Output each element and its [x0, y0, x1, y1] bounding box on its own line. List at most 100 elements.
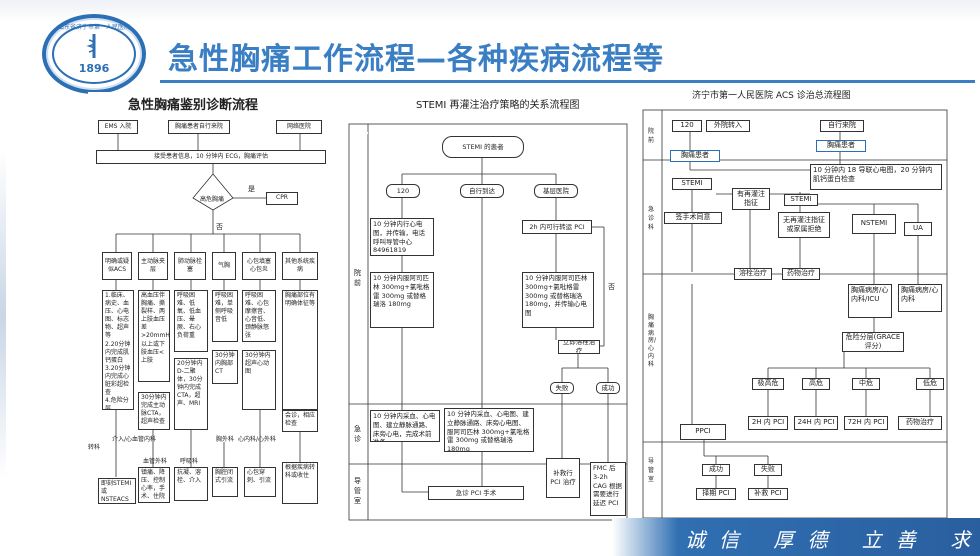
success-right-box: 成功 — [702, 464, 730, 476]
pneumothorax-followup: 30分钟内胸部CT — [212, 350, 238, 384]
thrombolysis-box: 立即溶栓治疗 — [558, 340, 600, 354]
transfer-admit-box: 根据疾病转科或收住 — [282, 462, 318, 504]
footer-band — [612, 518, 980, 556]
column-aortic-dissection: 主动脉夹层 — [138, 252, 168, 280]
mid-row-cathlab: 导管室 — [354, 477, 361, 505]
fail-right-box: 失败 — [754, 464, 782, 476]
column-acs: 明确或疑似ACS — [102, 252, 132, 280]
level-low: 低危 — [916, 378, 944, 390]
other-followup: 会诊，相应检查 — [282, 410, 318, 432]
stemi-mid-box: STEMI — [784, 194, 818, 206]
pe-details: 呼吸困难、低氧、低血压、晕厥、右心负荷重 — [174, 290, 208, 352]
network-hospital-box: 网络医院 — [276, 120, 322, 134]
aortic-followup: 30分钟内完成主动脉CTA，超声检查 — [138, 392, 170, 430]
pneumothorax-details: 呼吸困难，单侧呼吸音低 — [212, 290, 238, 342]
pe-followup: 20分钟内D-二聚体，30分钟内完成CTA，超声、MRI — [174, 358, 208, 430]
nstemi-box: NSTEMI — [852, 214, 896, 234]
stemi-process-box: 即刻STEMI或NSTEACS流程 — [98, 478, 136, 504]
route-120: 120 — [386, 184, 420, 198]
pci-2h-box: 2H 内 PCI — [748, 416, 788, 430]
other-details: 胸痛部位有明确体征等 — [282, 290, 318, 410]
box-emergency-prep: 10 分钟内采血、心电图、建立静脉通路、床旁心电，完成术前准备 — [370, 410, 440, 442]
mid-no-label: 否 — [608, 283, 615, 291]
mid-spacer — [364, 132, 368, 134]
respiratory-label: 呼吸科 — [180, 458, 199, 465]
mid-chart-title: STEMI 再灌注治疗策略的关系流程图 — [416, 100, 580, 111]
ua-box: UA — [904, 222, 932, 236]
right-chart-title: 济宁市第一人民医院 ACS 诊治总流程图 — [692, 91, 851, 101]
pci-72h-box: 72H 内 PCI — [844, 416, 888, 430]
left-chart-title: 急性胸痛鉴别诊断流程 — [128, 98, 259, 113]
assessment-box: 接受患者信息，10 分钟内 ECG，胸痛评估 — [96, 150, 326, 164]
box-120-drug: 10 分钟内服阿司匹林 300mg+氯吡格雷 300mg 或替格瑞洛 180mg — [370, 272, 434, 328]
box-primary-drug: 10 分钟内服阿司匹林 300mg+氯吡格雷 300mg 或替格瑞洛 180mg… — [522, 272, 594, 328]
box-self-arrival-er: 10 分钟内采血、心电图、建立静脉通路、床旁心电图、服阿司匹林 300mg+氯吡… — [444, 408, 534, 452]
column-other-system: 其他系统疾病 — [282, 252, 318, 280]
route-self: 自行到达 — [460, 184, 504, 198]
arrive-self: 自行来院 — [820, 120, 864, 132]
left-connectors — [115, 134, 301, 477]
pci-24h-box: 24H 内 PCI — [794, 416, 838, 430]
route-primary-hospital: 基层医院 — [534, 184, 578, 198]
footer-slogan: 诚信 厚德 立善 求精 — [685, 528, 980, 552]
left-flowchart: 急性胸痛鉴别诊断流程 EMS 入院 胸痛患者自行来院 网络医院 接受患者信息，1… — [88, 92, 328, 507]
no-reperfusion-box: 无再灌注指征或家属拒绝 — [778, 212, 830, 238]
arrive-120: 120 — [672, 120, 702, 132]
thrombolysis-right-box: 溶栓治疗 — [734, 268, 772, 280]
yes-label: 是 — [248, 185, 255, 193]
patient-box-left: 胸痛患者 — [670, 150, 720, 162]
success-box: 成功 — [596, 382, 620, 394]
rescue-pci-box: 补救行 PCI 治疗 — [546, 458, 580, 498]
aortic-details: 高血压伴胸痛、撕裂样、两上肢血压差>20mmHg以上或下肢血压<上肢 — [138, 290, 170, 382]
title-rule — [160, 80, 975, 83]
box-pci-2h: 2h 内可行转运 PCI — [522, 220, 592, 234]
fail-box: 失败 — [550, 382, 574, 394]
ecg-troponin-box: 10 分钟内 18 导联心电图，20 分钟内肌钙蛋白检查 — [810, 164, 942, 190]
drug-therapy-box: 药物治疗 — [782, 268, 820, 280]
fmc-delayed-pci-box: FMC 后 3-2h CAG 根据需要进行延迟 PCI — [590, 462, 626, 516]
right-row-cathlab: 导管室 — [648, 458, 655, 483]
ward-cardiology-box: 胸痛病房/心内科 — [898, 284, 942, 312]
side-decoration — [0, 150, 6, 480]
vascular-surgery-label: 血管外科 — [143, 458, 168, 465]
high-risk-decision: 高危胸痛 — [200, 196, 225, 203]
stemi-patient-box: STEMI 的患者 — [442, 136, 524, 158]
reperfusion-indication-box: 有再灌注指征 — [732, 188, 770, 210]
patient-box-right: 胸痛患者 — [816, 140, 866, 152]
right-row-emergency: 急诊科 — [648, 206, 655, 231]
level-very-high: 极高危 — [752, 378, 784, 390]
right-flowchart: 济宁市第一人民医院 ACS 诊治总流程图 — [640, 84, 950, 519]
ppci-box: PPCI — [680, 424, 726, 440]
pericardiocentesis-box: 心包穿刺、引流 — [244, 467, 276, 497]
right-row-prehospital: 院前 — [648, 128, 655, 144]
box-120-ecg: 10 分钟内行心电图，并传输，电话呼叫导管中心 84961819 — [370, 218, 434, 256]
caduceus-icon — [86, 34, 96, 58]
mid-row-emergency: 急诊 — [354, 425, 361, 443]
no-label: 否 — [216, 223, 223, 231]
column-pulmonary-embolism: 肺动脉栓塞 — [174, 252, 206, 280]
column-pneumothorax: 气胸 — [212, 252, 236, 280]
cardiology-label: 心内科/心外科 — [238, 436, 277, 443]
page-title: 急性胸痛工作流程—各种疾病流程等 — [168, 42, 664, 77]
logo-ring — [52, 24, 136, 84]
self-arrival-box: 胸痛患者自行来院 — [168, 120, 230, 134]
transfer-note: 转科 — [88, 444, 101, 451]
consent-box: 签手术同意 — [664, 212, 722, 224]
logo-text: 山东省济宁市第一人民医院 — [57, 24, 130, 31]
mid-connectors — [348, 123, 628, 521]
thoracic-surgery-label: 胸外科 — [216, 436, 235, 443]
level-medium: 中危 — [852, 378, 880, 390]
pericardial-followup: 30分钟内超声心动图 — [242, 350, 276, 410]
level-high: 高危 — [802, 378, 830, 390]
arrive-transfer: 外院转入 — [706, 120, 750, 132]
right-row-ward: 胸痛病房/心内科 — [648, 314, 657, 368]
ems-admission-box: EMS 入院 — [98, 120, 138, 134]
drug-therapy-low-box: 药物治疗 — [898, 416, 942, 430]
column-pericardial: 心包填塞心包炎 — [242, 252, 276, 280]
header-band — [0, 0, 980, 22]
acs-next-label: 介入/心血管内科 — [112, 436, 157, 443]
cpr-box: CPR — [266, 192, 298, 205]
risk-grace-box: 危险分层(GRACE 评分) — [842, 332, 904, 352]
aortic-treatment-box: 镇痛、降压、控制心率，手术、住院 — [138, 467, 170, 503]
